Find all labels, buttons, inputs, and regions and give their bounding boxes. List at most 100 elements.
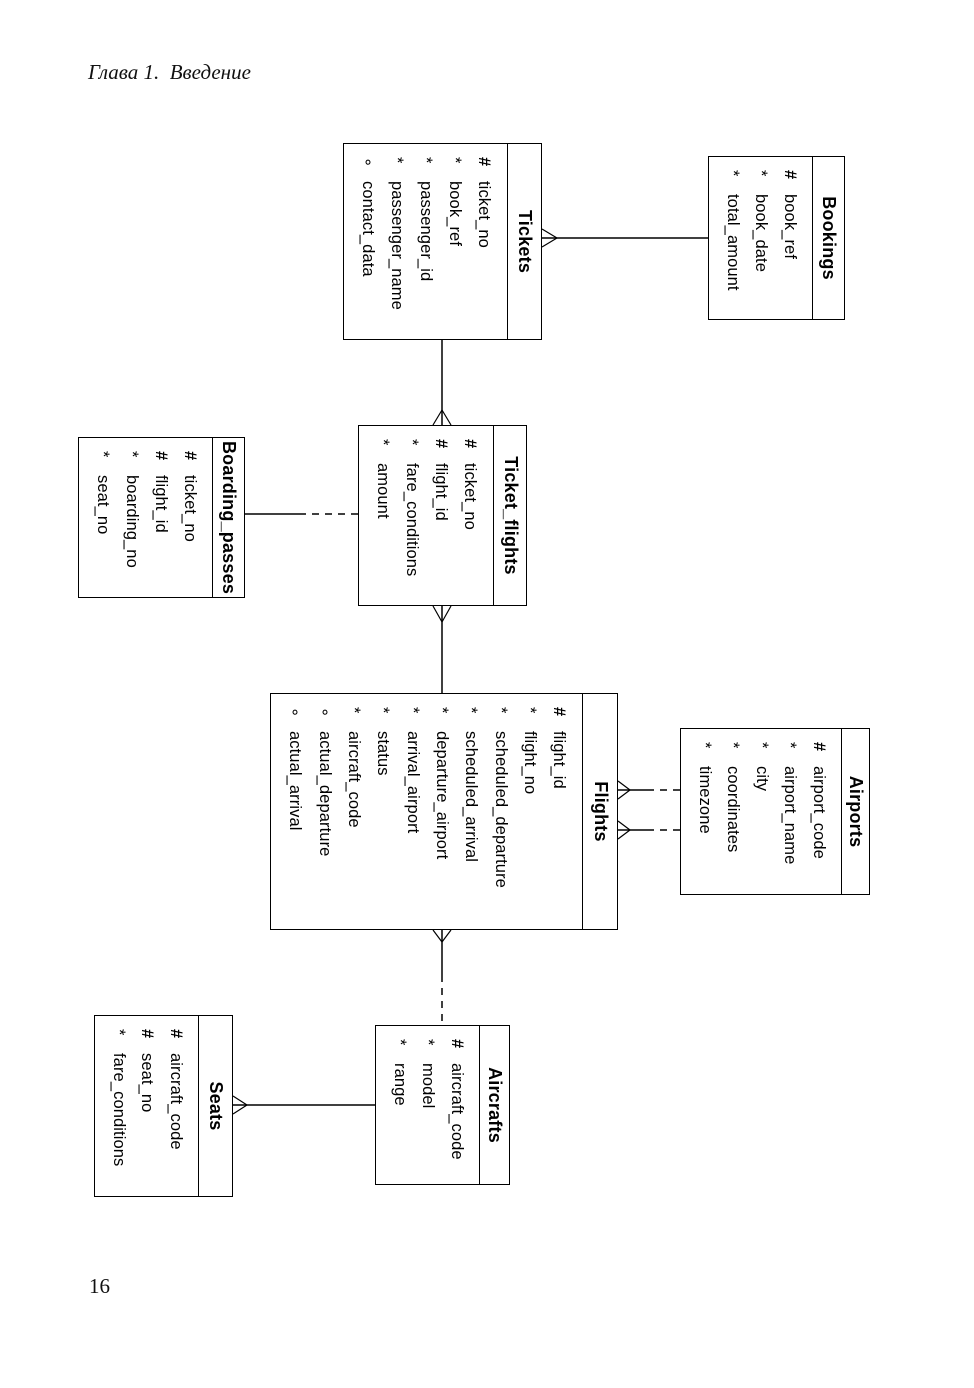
column-marker: # xyxy=(432,439,451,449)
column-name: total_amount xyxy=(723,194,742,291)
entity-title: Aircrafts xyxy=(479,1026,509,1184)
column-marker: * xyxy=(93,451,112,458)
entity-ticket_flights: Ticket_flights#ticket_no#flight_id*fare_… xyxy=(358,425,527,606)
column-name: status xyxy=(374,731,393,776)
relationship-flights-airports-1 xyxy=(617,780,680,800)
column-row: *fare_conditions xyxy=(403,439,422,603)
entity-columns: #ticket_no*book_ref*passenger_id*passeng… xyxy=(345,144,507,339)
column-row: *fare_conditions xyxy=(109,1029,128,1194)
column-name: scheduled_arrival xyxy=(462,731,481,863)
entity-tickets: Tickets#ticket_no*book_ref*passenger_id*… xyxy=(343,143,542,340)
column-row: # aircraft_code xyxy=(166,1029,185,1194)
column-row: #aircraft_code xyxy=(447,1039,466,1182)
column-row: *arrival_airport xyxy=(403,707,422,927)
column-marker: * xyxy=(752,742,771,749)
column-name: seat_no xyxy=(138,1053,157,1113)
column-marker: * xyxy=(417,157,436,164)
relationship-flights-airports-2 xyxy=(617,820,680,840)
column-name: amount xyxy=(374,463,393,519)
column-name: actual_arrival xyxy=(286,731,305,831)
column-marker: * xyxy=(345,707,363,714)
column-marker: * xyxy=(374,707,393,714)
column-name: ticket_no xyxy=(180,475,199,542)
entity-flights: Flights #flight_id * flight_no *scheduled_de… xyxy=(270,693,618,930)
relationship-flights-aircrafts xyxy=(432,929,452,1025)
column-row: *city xyxy=(752,742,771,892)
column-name: fare_conditions xyxy=(109,1053,128,1167)
entity-title: Bookings xyxy=(812,157,844,319)
column-row: *passenger_name xyxy=(388,157,406,337)
column-marker: * xyxy=(403,707,422,714)
column-name: aircraft_code xyxy=(166,1053,185,1150)
column-marker: * xyxy=(432,707,451,714)
entity-boarding_passes: Boarding_passes # ticket_no #flight_id * boar… xyxy=(78,437,245,598)
column-name: range xyxy=(390,1063,409,1106)
column-marker: # xyxy=(550,707,569,717)
column-row: *airport_name xyxy=(781,742,800,892)
column-row: * range xyxy=(390,1039,409,1182)
column-marker: * xyxy=(419,1039,438,1046)
column-marker: # xyxy=(461,439,480,449)
column-row: #airport_code xyxy=(809,742,828,892)
column-row: #flight_id xyxy=(432,439,451,603)
entity-airports: Airports#airport_code*airport_name*city*… xyxy=(680,728,870,895)
column-marker: * xyxy=(122,451,141,458)
column-row: * book_ref xyxy=(446,157,465,337)
column-row: *aircraft_code xyxy=(345,707,363,927)
column-marker: * xyxy=(462,707,481,714)
entity-columns: # aircraft_code# seat_no *fare_conditions xyxy=(96,1016,198,1196)
column-marker: * xyxy=(781,742,800,749)
column-row: * scheduled_arrival xyxy=(462,707,481,927)
column-name: airport_code xyxy=(809,766,828,859)
column-row: * flight_no xyxy=(520,707,539,927)
column-row: ∘contact_data xyxy=(359,157,378,337)
entity-columns: #aircraft_code*model*range xyxy=(377,1026,479,1184)
crowfoot-icon xyxy=(232,1095,248,1115)
entity-columns: #ticket_no#flight_id*boarding_no*seat_no xyxy=(80,438,212,597)
column-marker: * xyxy=(520,707,539,714)
column-marker: * xyxy=(723,170,742,177)
column-row: *coordinates xyxy=(724,742,743,892)
column-name: ticket_no xyxy=(461,463,480,530)
column-row: *scheduled_departure xyxy=(492,707,510,927)
page-number: 16 xyxy=(89,1274,110,1298)
column-marker: ∘ xyxy=(286,707,305,718)
column-row: ∘ actual_arrival xyxy=(286,707,305,927)
column-marker: # xyxy=(166,1029,185,1039)
column-marker: # xyxy=(447,1039,466,1049)
column-row: #flight_id xyxy=(151,451,170,595)
entity-bookings: Bookings#book_ref*book_date*total_amount xyxy=(708,156,845,320)
entity-columns: #flight_id * flight_no *scheduled_departure… xyxy=(272,694,582,929)
column-name: book_ref xyxy=(780,194,799,260)
er-diagram: Bookings#book_ref*book_date*total_amount… xyxy=(78,140,870,1200)
crowfoot-icon xyxy=(541,228,558,248)
column-row: * boarding_no xyxy=(122,451,141,595)
entity-columns: #airport_code*airport_name*city*coordina… xyxy=(682,729,841,894)
chapter-header: Глава 1. Введение xyxy=(88,60,251,84)
entity-title: Boarding_passes xyxy=(212,438,244,597)
column-marker: * xyxy=(403,439,422,446)
column-row: #flight_id xyxy=(550,707,569,927)
entity-title: Flights xyxy=(582,694,617,929)
column-marker: * xyxy=(446,157,465,164)
column-name: flight_no xyxy=(520,731,539,795)
column-name: coordinates xyxy=(724,766,743,853)
entity-aircrafts: Aircrafts#aircraft_code*model*range xyxy=(375,1025,510,1185)
column-name: book_ref xyxy=(446,181,465,247)
column-name: flight_id xyxy=(151,475,170,533)
entity-title: Seats xyxy=(198,1016,232,1196)
crowfoot-icon xyxy=(432,409,452,426)
column-name: boarding_no xyxy=(122,475,141,568)
column-marker: * xyxy=(390,1039,409,1046)
entity-columns: #book_ref*book_date*total_amount xyxy=(710,157,812,319)
column-marker: # xyxy=(180,451,199,461)
column-row: * total_amount xyxy=(723,170,742,317)
column-marker: ∘ xyxy=(359,157,378,168)
crowfoot-icon xyxy=(432,605,452,623)
column-marker: * xyxy=(695,742,714,749)
column-row: ∘actual_departure xyxy=(316,707,334,927)
relationship-tickets-ticket_flights xyxy=(432,340,452,426)
column-name: timezone xyxy=(695,766,714,834)
crowfoot-icon xyxy=(432,929,452,943)
